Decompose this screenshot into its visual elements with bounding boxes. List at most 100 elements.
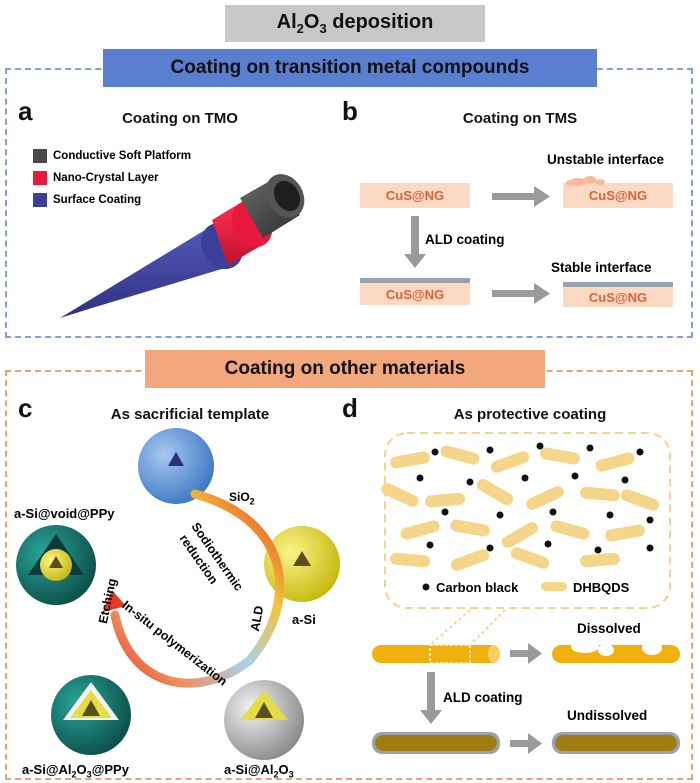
carbon-black-dot (621, 476, 629, 484)
cus-box-bottom-right-body: CuS@NG (563, 287, 673, 307)
panel-b-letter: b (342, 96, 358, 126)
gold-rod-left-cap (488, 645, 500, 663)
carbon-black-dot (586, 444, 594, 452)
bottom-section-title: Coating on other materials (224, 358, 466, 379)
arrow-right-bottom (492, 283, 550, 304)
carbon-black-dot (606, 511, 614, 519)
dhbqds-rod (550, 520, 590, 540)
top-section-banner: Coating on transition metal compounds (103, 49, 597, 87)
panel-d-title: As protective coating (453, 406, 607, 423)
legend-swatch-surface (33, 193, 47, 207)
legend-swatch-nanocrystal (33, 171, 47, 185)
soft-platform-hole (273, 180, 301, 212)
coated-rod-right-core (555, 735, 677, 751)
carbon-black-dot (496, 511, 504, 519)
panel-b-ald-label: ALD coating (425, 232, 505, 247)
asi-al2o3-ppy-label: a-Si@Al2O3@PPy (22, 762, 129, 780)
dissolved-label: Dissolved (577, 621, 641, 636)
dhbqds-rod (490, 451, 530, 473)
unstable-bumps (566, 176, 605, 186)
panel-a-legend: Conductive Soft Platform Nano-Crystal La… (33, 145, 191, 211)
carbon-black-dots (416, 442, 654, 554)
dhbqds-rods (381, 445, 660, 571)
panel-a-letter: a (18, 96, 33, 126)
arrow-down-ald-d (420, 672, 442, 724)
composite-box (384, 432, 671, 609)
cus-box-bottom-left-body: CuS@NG (360, 283, 470, 305)
process-arc-arrowhead (103, 590, 126, 612)
carbon-black-dot (536, 442, 544, 450)
panel-d-ald-label: ALD coating (443, 690, 523, 705)
panel-b-title: Coating on TMS (462, 110, 578, 127)
carbon-black-dot (486, 446, 494, 454)
gold-rod-zoom-box (429, 644, 471, 664)
dhbqds-rod (400, 520, 440, 540)
legend-swatch-conductive (33, 149, 47, 163)
panel-c-letter: c (18, 393, 33, 423)
legend-carbon-black-label: Carbon black (436, 580, 519, 595)
panel-a-title: Coating on TMO (122, 110, 238, 127)
arrow-right-undissolved (510, 733, 542, 754)
arrow-right-top (492, 186, 550, 207)
stable-interface-label: Stable interface (551, 260, 652, 275)
asi-al2o3-core-icon (255, 702, 273, 718)
asi-al2o3-ppy-core-icon (82, 700, 100, 716)
undissolved-label: Undissolved (567, 708, 648, 723)
dhbqds-rod (510, 547, 550, 569)
carbon-black-dot (426, 541, 434, 549)
dhbqds-rod (425, 492, 465, 508)
legend-item-surface: Surface Coating (33, 189, 191, 211)
carbon-black-dot (441, 508, 449, 516)
carbon-black-dot (466, 478, 474, 486)
carbon-black-dot (544, 540, 552, 548)
legend-dhbqds-icon (541, 582, 567, 591)
dhbqds-rod (620, 489, 660, 511)
zoom-line-1 (429, 609, 471, 646)
surface-coating-shape (60, 230, 235, 318)
carbon-black-dot (636, 448, 644, 456)
arrow-down-ald (404, 216, 426, 268)
legend-item-conductive: Conductive Soft Platform (33, 145, 191, 167)
bottom-section-banner: Coating on other materials (145, 350, 545, 388)
unstable-interface-label: Unstable interface (547, 152, 665, 167)
carbon-black-dot (431, 448, 439, 456)
dhbqds-rod (440, 445, 480, 465)
dhbqds-rod (476, 479, 514, 505)
cus-box-top-right: CuS@NG (563, 183, 673, 208)
gold-rod-left (372, 645, 500, 663)
dhbqds-rod (450, 549, 490, 571)
header-banner: Al2O3 deposition (225, 5, 485, 42)
dhbqds-rod (580, 486, 620, 502)
top-section-title: Coating on transition metal compounds (170, 57, 530, 78)
asi-void-ppy-label: a-Si@void@PPy (14, 506, 115, 521)
dhbqds-rod (595, 452, 635, 472)
dhbqds-rod (501, 522, 539, 548)
dhbqds-rod (381, 483, 419, 507)
legend-carbon-black-icon (422, 583, 430, 591)
coated-rod-left-core (375, 735, 497, 751)
process-arc (110, 489, 285, 688)
dissolved-blobs (571, 641, 662, 656)
zoom-line-2 (469, 609, 506, 646)
legend-item-nanocrystal: Nano-Crystal Layer (33, 167, 191, 189)
dhbqds-rod (580, 552, 620, 568)
dhbqds-rod (390, 552, 430, 568)
legend-dhbqds-label: DHBQDS (573, 580, 630, 595)
dhbqds-rod (526, 486, 564, 510)
asi-label: a-Si (292, 612, 316, 627)
asi-core-icon (293, 551, 311, 566)
sio2-core-icon (168, 452, 184, 466)
carbon-black-dot (416, 474, 424, 482)
carbon-black-dot (646, 516, 654, 524)
asi-al2o3-label: a-Si@Al2O3 (224, 762, 294, 780)
carbon-black-dot (549, 508, 557, 516)
dhbqds-rod (390, 451, 430, 469)
arrow-right-dissolved (510, 643, 542, 664)
asi-void-ppy-core-icon (49, 556, 63, 568)
sio2-label: SiO2 (229, 490, 255, 507)
carbon-black-dot (486, 544, 494, 552)
cus-box-bottom-right-coat (563, 282, 673, 287)
